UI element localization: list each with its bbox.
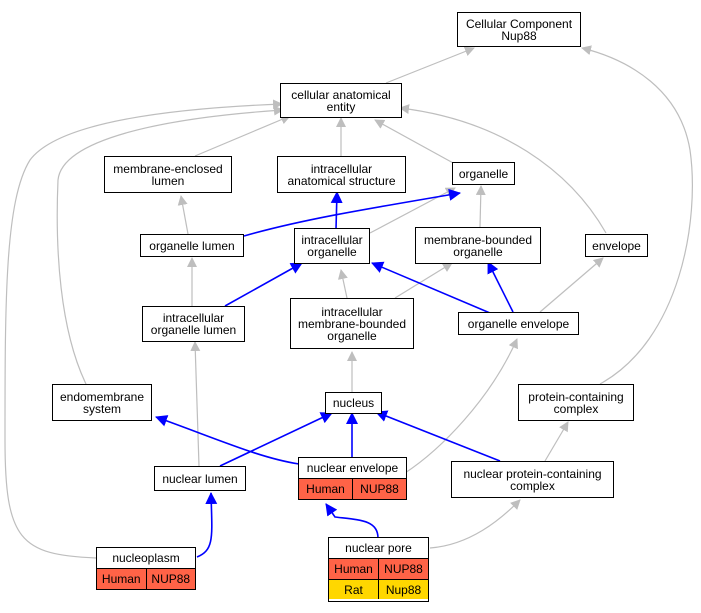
node-cellular-anatomical-entity[interactable]: cellular anatomical entity: [280, 83, 402, 118]
node-organelle-envelope[interactable]: organelle envelope: [458, 312, 579, 335]
node-nuclear-envelope[interactable]: nuclear envelope Human NUP88: [298, 457, 407, 500]
edge: [385, 46, 475, 84]
node-organelle[interactable]: organelle: [452, 162, 515, 185]
node-intracellular-membrane-bounded-organelle[interactable]: intracellular membrane-bounded organelle: [290, 298, 414, 349]
edge: [539, 257, 604, 313]
node-cellular-component[interactable]: Cellular Component Nup88: [457, 12, 581, 47]
edge: [224, 262, 303, 307]
edge: [196, 492, 218, 558]
node-membrane-bounded-organelle[interactable]: membrane-bounded organelle: [415, 227, 541, 264]
node-membrane-enclosed-lumen[interactable]: membrane-enclosed lumen: [104, 156, 232, 193]
species-cell: Rat: [329, 580, 378, 599]
node-nucleoplasm[interactable]: nucleoplasm Human NUP88: [96, 547, 196, 590]
node-nuclear-lumen[interactable]: nuclear lumen: [154, 466, 246, 491]
annotation-row: Human NUP88: [97, 569, 195, 589]
edge: [337, 269, 348, 299]
node-label: nuclear envelope: [299, 458, 406, 479]
edge: [581, 45, 693, 385]
edge: [475, 185, 486, 228]
edge: [4, 99, 283, 559]
edge: [394, 262, 453, 299]
edge: [325, 503, 379, 539]
edge: [155, 415, 300, 465]
node-organelle-lumen[interactable]: organelle lumen: [140, 234, 244, 257]
node-protein-containing-complex[interactable]: protein-containing complex: [518, 384, 634, 421]
edge: [177, 195, 189, 235]
species-cell: Human: [299, 479, 352, 499]
edge: [487, 261, 514, 313]
node-nucleus[interactable]: nucleus: [325, 392, 382, 414]
node-intracellular-organelle[interactable]: intracellular organelle: [294, 228, 370, 264]
edge: [371, 261, 491, 314]
edge: [330, 191, 343, 230]
species-cell: Human: [329, 559, 378, 579]
gene-cell: Nup88: [378, 580, 428, 599]
node-intracellular-organelle-lumen[interactable]: intracellular organelle lumen: [142, 306, 245, 342]
annotation-row: Human NUP88: [299, 479, 406, 499]
gene-cell: NUP88: [352, 479, 406, 499]
edge: [429, 499, 521, 549]
edge: [374, 119, 456, 165]
gene-cell: NUP88: [378, 559, 428, 579]
edge: [190, 341, 201, 467]
gene-cell: NUP88: [145, 569, 195, 589]
edge: [544, 421, 569, 462]
node-intracellular-anatomical-structure[interactable]: intracellular anatomical structure: [277, 156, 406, 193]
edge: [399, 104, 607, 234]
node-endomembrane-system[interactable]: endomembrane system: [52, 384, 152, 421]
node-nuclear-protein-containing-complex[interactable]: nuclear protein-containing complex: [451, 461, 614, 498]
node-envelope[interactable]: envelope: [585, 234, 648, 257]
annotation-row: Human NUP88: [329, 559, 428, 579]
edge: [194, 114, 291, 157]
annotation-row: Rat Nup88: [329, 579, 428, 599]
node-nuclear-pore[interactable]: nuclear pore Human NUP88 Rat Nup88: [328, 537, 429, 602]
edge: [56, 105, 284, 385]
node-label: nucleoplasm: [97, 548, 195, 569]
edge: [404, 338, 518, 474]
edge: [243, 188, 461, 237]
edge: [219, 412, 333, 467]
edge: [375, 410, 501, 462]
node-label: nuclear pore: [329, 538, 428, 559]
species-cell: Human: [97, 569, 146, 589]
